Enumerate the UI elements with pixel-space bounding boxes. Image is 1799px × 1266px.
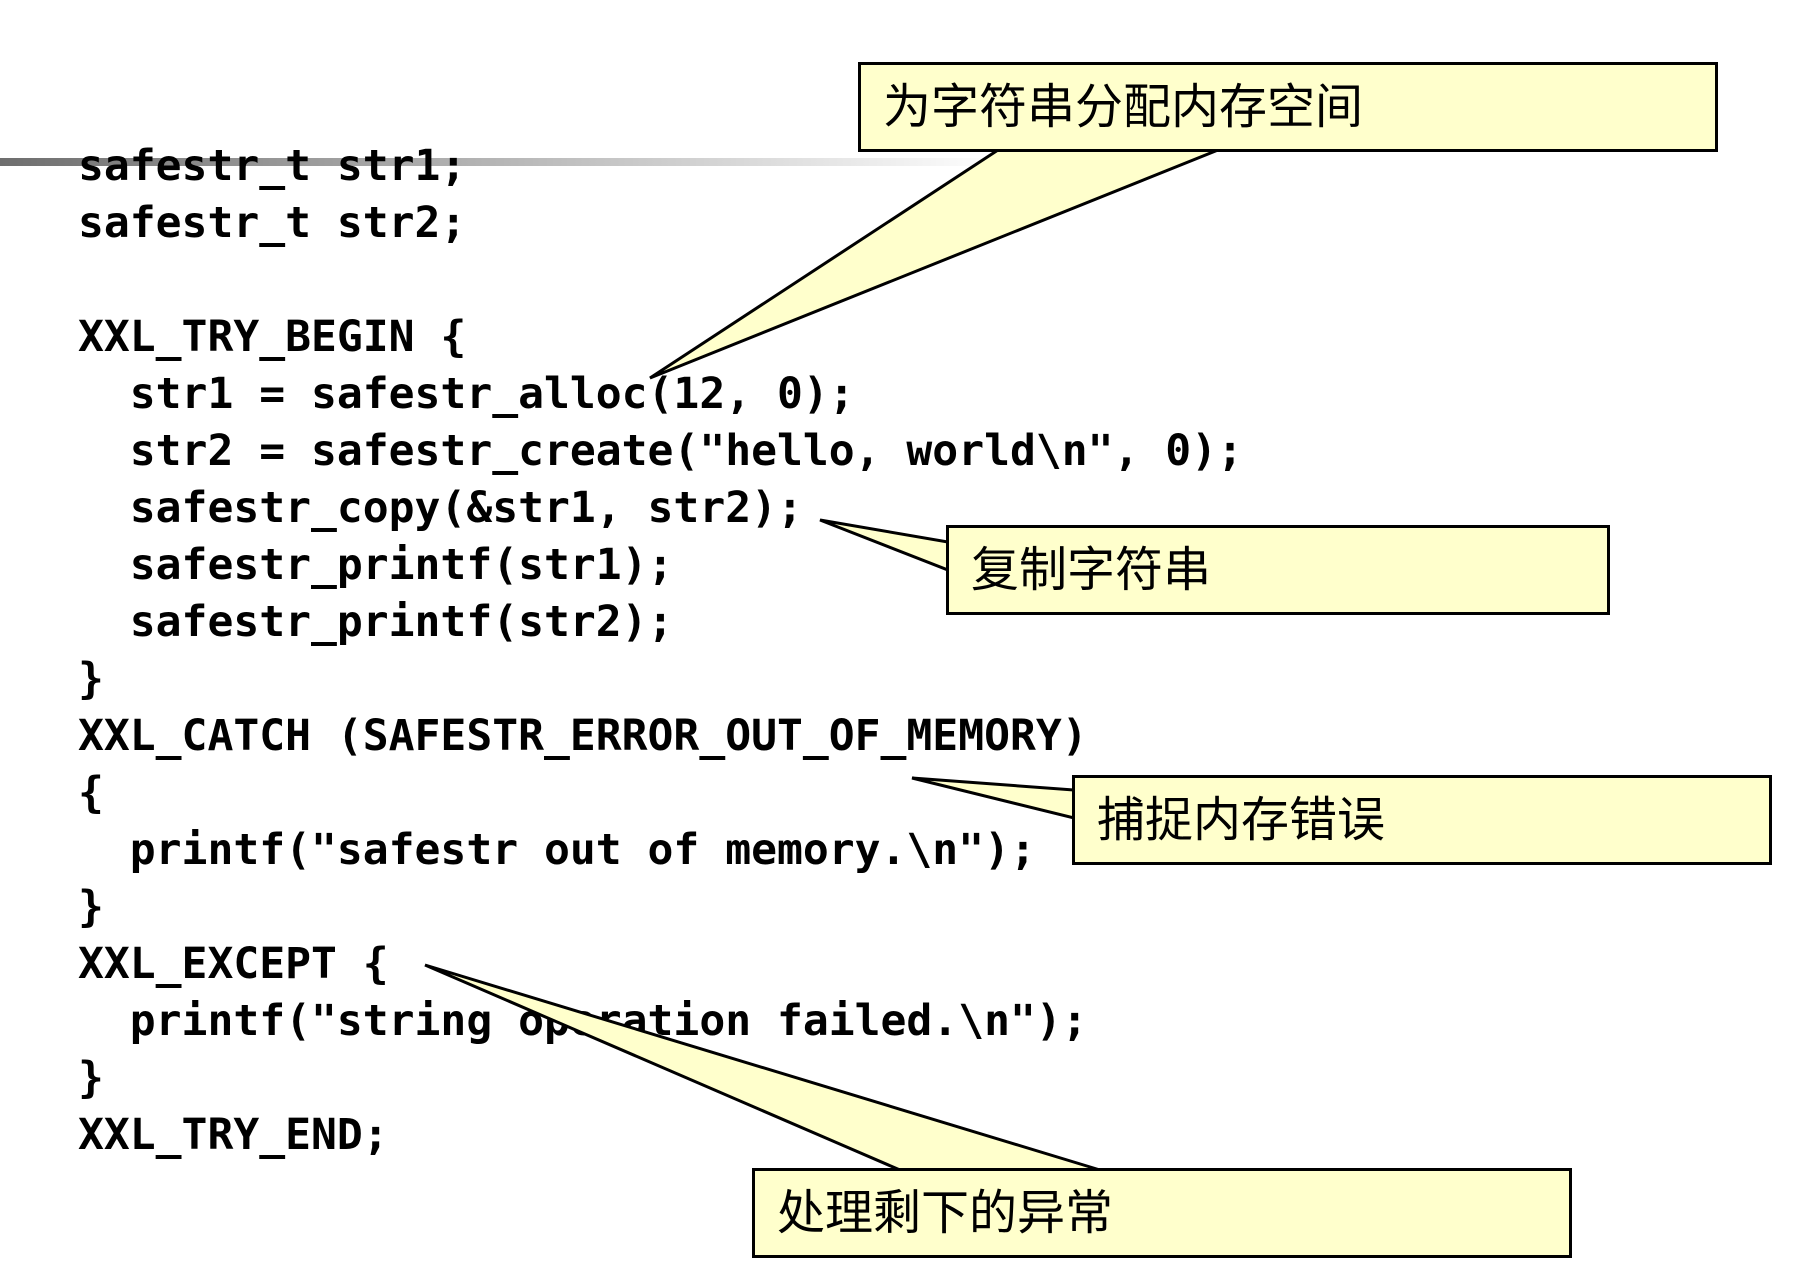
callout-catch-text: 捕捉内存错误: [1097, 792, 1386, 848]
title-rule: [0, 158, 1000, 166]
code-line: printf("safestr out of memory.\n");: [78, 825, 1036, 875]
code-line: }: [78, 654, 104, 704]
code-line: safestr_t str2;: [78, 198, 467, 248]
code-line: safestr_copy(&str1, str2);: [78, 483, 803, 533]
callout-copy: 复制字符串: [946, 525, 1610, 615]
code-line: {: [78, 768, 104, 818]
code-line: XXL_CATCH (SAFESTR_ERROR_OUT_OF_MEMORY): [78, 711, 1088, 761]
callout-except-text: 处理剩下的异常: [777, 1185, 1114, 1241]
callout-alloc: 为字符串分配内存空间: [858, 62, 1718, 152]
code-line: XXL_EXCEPT {: [78, 939, 389, 989]
callout-copy-text: 复制字符串: [971, 542, 1212, 598]
code-line: safestr_t str1;: [78, 141, 467, 191]
code-line: safestr_printf(str1);: [78, 540, 674, 590]
code-line: }: [78, 882, 104, 932]
callout-alloc-text: 为字符串分配内存空间: [883, 79, 1364, 135]
callout-pointer-alloc: [649, 148, 1219, 380]
code-line: XXL_TRY_END;: [78, 1110, 389, 1160]
callout-pointer-copy: [819, 518, 950, 573]
callout-catch: 捕捉内存错误: [1072, 775, 1772, 865]
callout-pointer-except: [424, 963, 1101, 1172]
code-line: safestr_printf(str2);: [78, 597, 674, 647]
callout-pointer-catch: [911, 776, 1076, 820]
code-line: XXL_TRY_BEGIN {: [78, 312, 467, 362]
callout-except: 处理剩下的异常: [752, 1168, 1572, 1258]
code-block: safestr_t str1; safestr_t str2; XXL_TRY_…: [78, 138, 1243, 1164]
code-line: str2 = safestr_create("hello, world\n", …: [78, 426, 1243, 476]
code-line: str1 = safestr_alloc(12, 0);: [78, 369, 855, 419]
code-line: }: [78, 1053, 104, 1103]
